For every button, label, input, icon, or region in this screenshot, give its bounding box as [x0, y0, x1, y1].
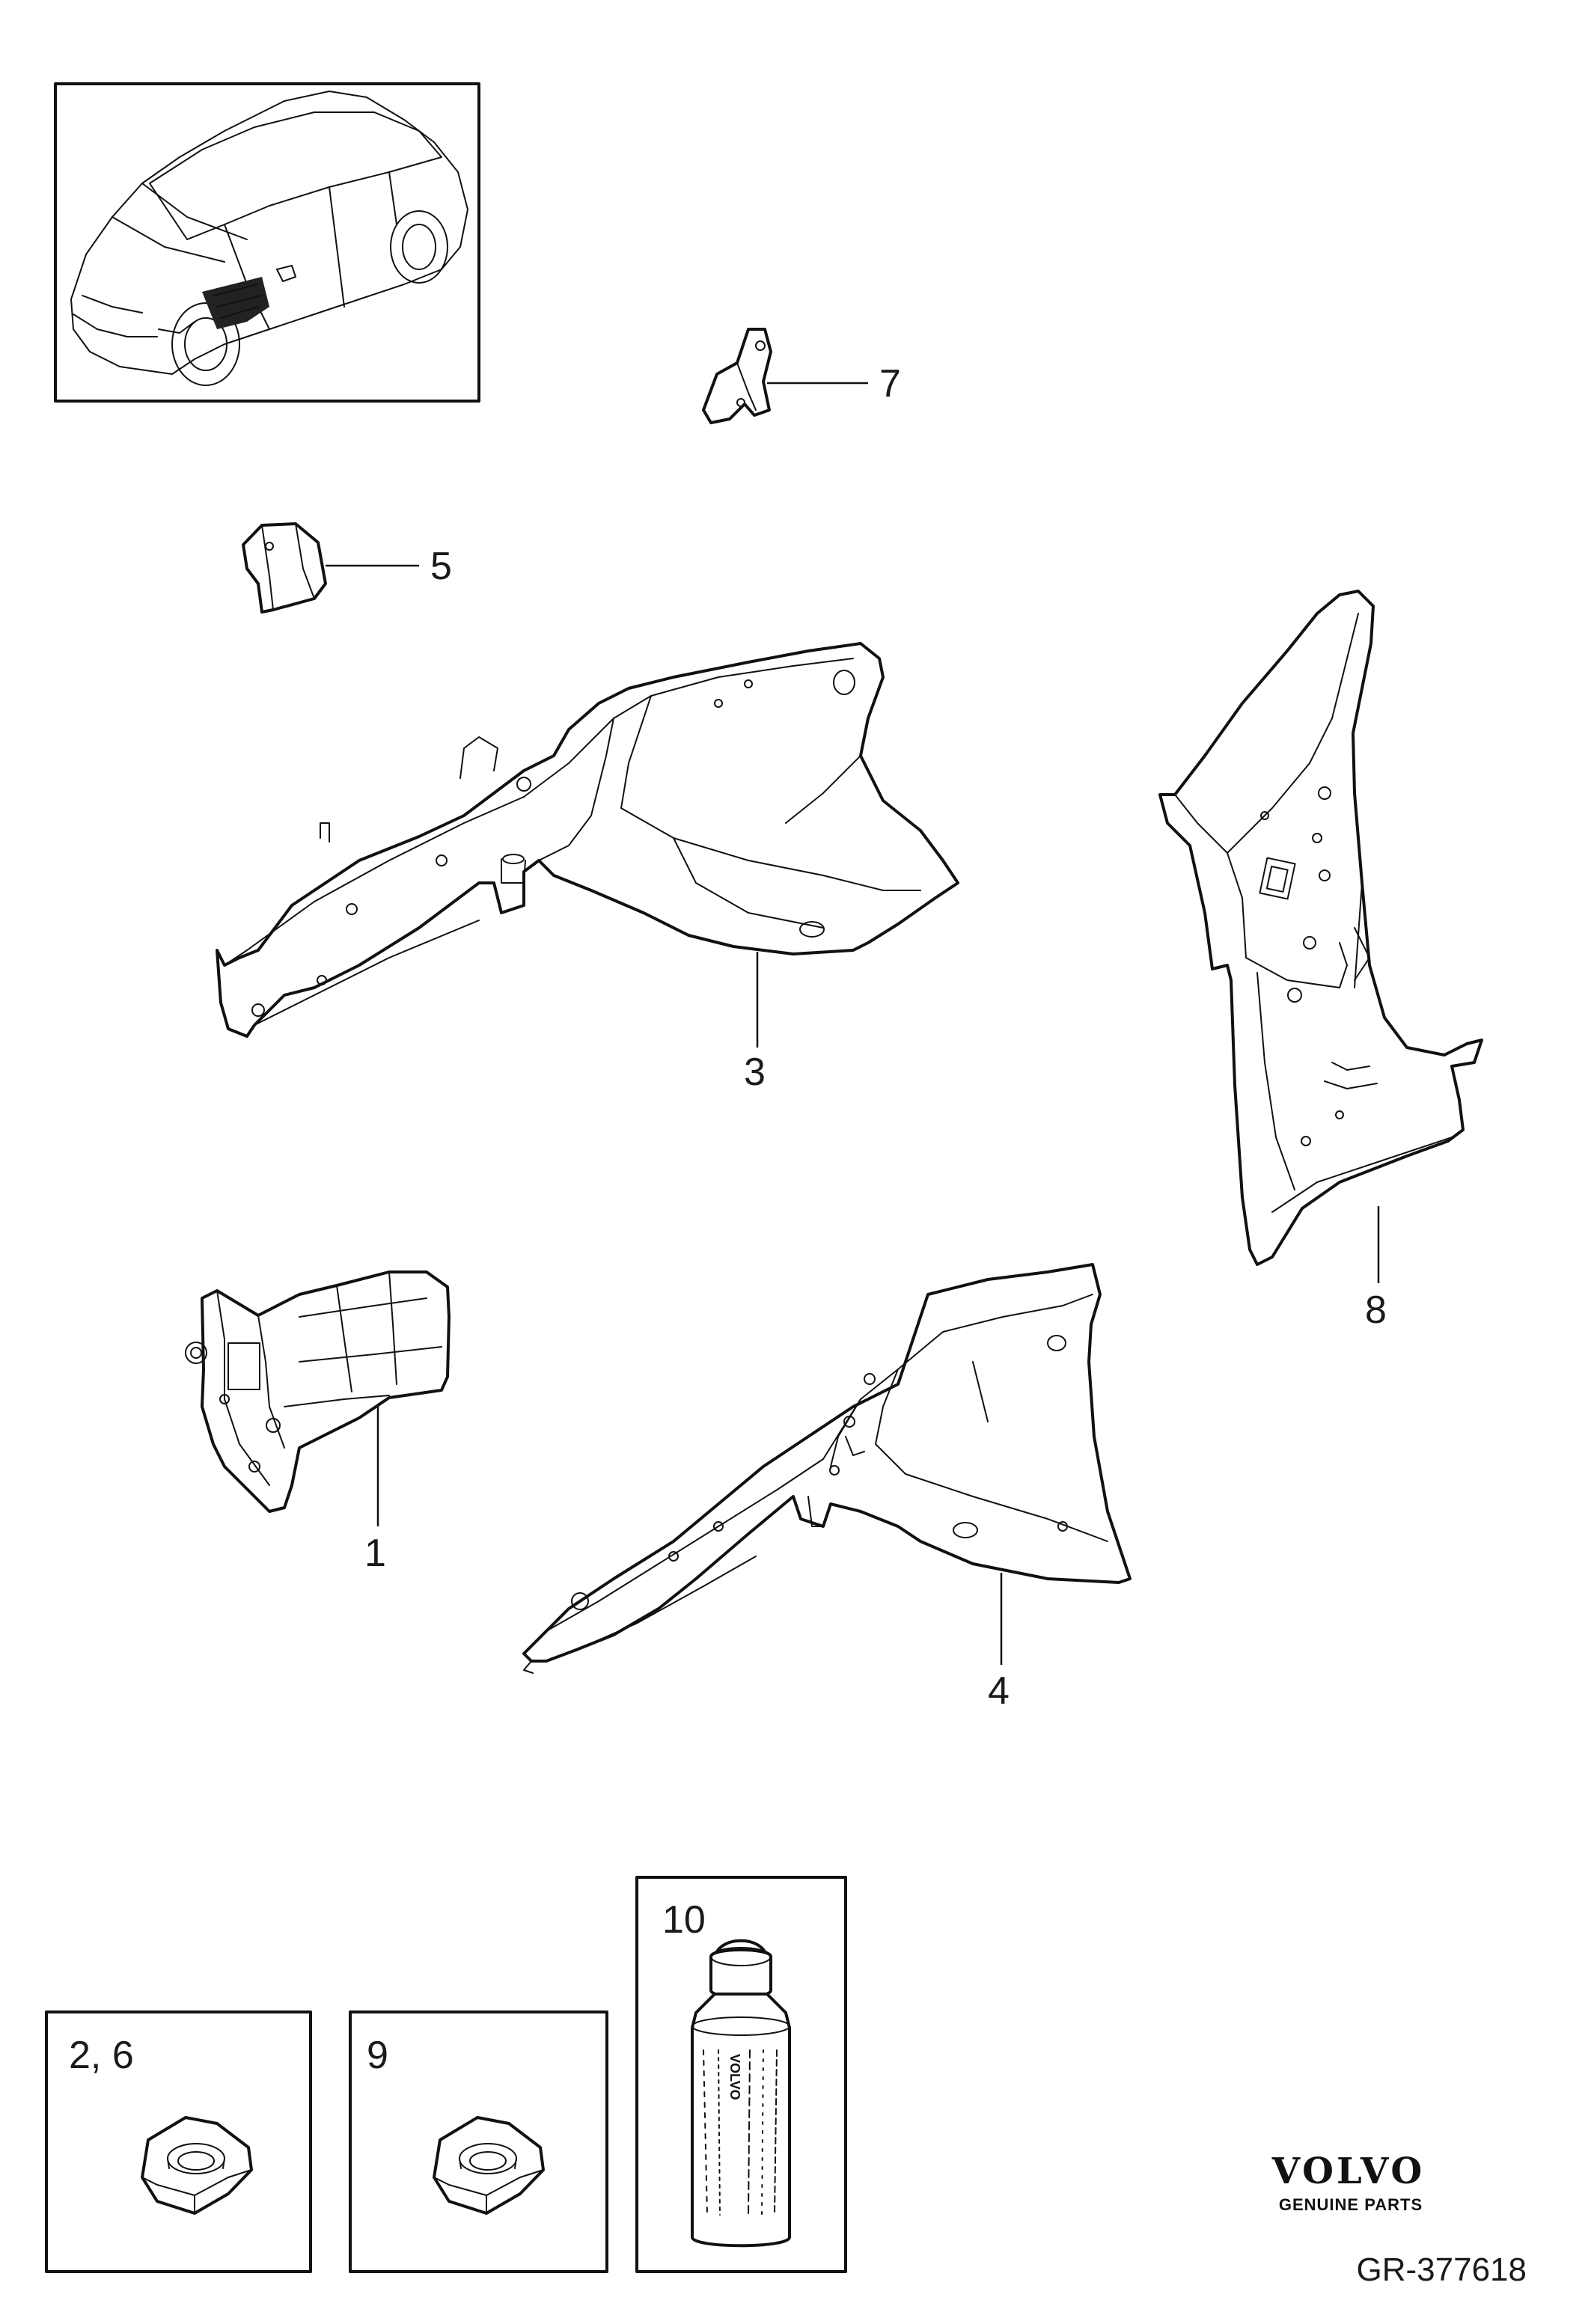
- bottle-label-text: VOLVO: [727, 2054, 742, 2100]
- part-3-wheelhouse-side-member[interactable]: [216, 642, 959, 1038]
- bottle-icon: VOLVO: [691, 1939, 791, 2248]
- callout-9: 9: [367, 2034, 388, 2077]
- callout-3: 3: [744, 1051, 766, 1094]
- callout-1: 1: [364, 1532, 386, 1575]
- inset-frame-9: [349, 2010, 608, 2273]
- vehicle-overview-frame: [54, 82, 480, 403]
- part-5-gusset[interactable]: [242, 522, 327, 614]
- part-8-a-pillar[interactable]: [1158, 590, 1483, 1266]
- callout-2-6: 2, 6: [69, 2034, 134, 2077]
- diagram-number: GR-377618: [1357, 2251, 1527, 2288]
- callout-8: 8: [1365, 1288, 1387, 1332]
- vehicle-overview: [54, 82, 480, 403]
- weld-nut-icon: [141, 2116, 253, 2215]
- part-4-wheelhouse-side-member[interactable]: [522, 1263, 1132, 1674]
- part-7-bracket[interactable]: [702, 328, 772, 424]
- inset-box-9[interactable]: 9: [349, 2010, 608, 2273]
- volvo-genuine-parts-logo: VOLVO GENUINE PARTS: [1271, 2150, 1425, 2214]
- inset-box-10[interactable]: 10 VOLVO: [635, 1876, 847, 2273]
- inset-frame-10: [635, 1876, 847, 2273]
- inset-box-2-6[interactable]: 2, 6: [45, 2010, 312, 2273]
- part-1-side-member-extension[interactable]: [185, 1270, 451, 1513]
- genuine-parts-text: GENUINE PARTS: [1279, 2195, 1423, 2214]
- callout-10: 10: [662, 1898, 706, 1942]
- highlight-area: [202, 277, 269, 329]
- inset-frame-2-6: [45, 2010, 312, 2273]
- weld-nut-icon: [433, 2116, 545, 2215]
- callout-7: 7: [879, 362, 901, 406]
- vehicle-illustration: [70, 91, 468, 386]
- callout-5: 5: [430, 545, 452, 588]
- volvo-logo-text: VOLVO: [1271, 2150, 1425, 2192]
- callout-4: 4: [988, 1669, 1010, 1713]
